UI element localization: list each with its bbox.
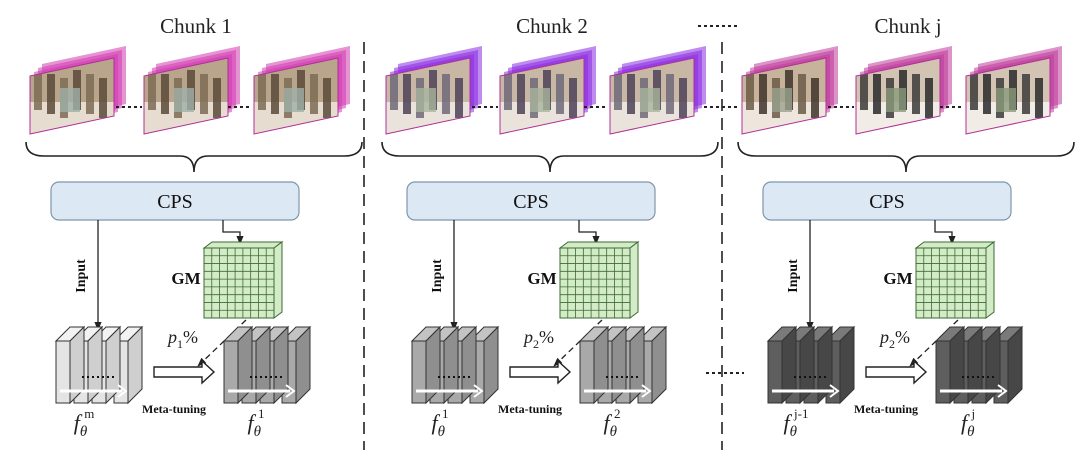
- gm-grid: [202, 241, 284, 319]
- target-model: [222, 325, 312, 405]
- percent-label: p2%: [522, 327, 554, 351]
- gm-grid: [558, 241, 640, 319]
- source-model-label: fθ1: [432, 406, 449, 440]
- gm-arrow: [934, 220, 956, 245]
- gm-label: GM: [171, 269, 200, 288]
- video-frame-stack: [499, 46, 596, 135]
- input-label: Input: [74, 259, 89, 293]
- cps-label: CPS: [869, 191, 905, 213]
- source-model-label: fθj-1: [784, 406, 809, 440]
- chunk-title: Chunk j: [874, 14, 941, 38]
- target-model-label: fθ1: [248, 406, 265, 440]
- meta-tuning-label: Meta-tuning: [142, 402, 206, 416]
- target-model-label: fθ2: [604, 406, 621, 440]
- cps-box: [406, 181, 656, 221]
- meta-tuning-arrow: [865, 359, 928, 385]
- percent-label: p1%: [166, 327, 198, 351]
- chunk-title: Chunk 2: [516, 14, 588, 38]
- gm-label: GM: [883, 269, 912, 288]
- percent-label: p2%: [878, 327, 910, 351]
- target-model-label: fθj: [961, 406, 975, 440]
- video-frame-stack: [385, 46, 482, 135]
- frames-brace: [381, 141, 719, 173]
- frames-brace: [25, 141, 363, 173]
- chunk-1-panel: Chunk 1 CPS Input GM p1% Meta-tuning fθm fθ1: [25, 14, 363, 440]
- video-frame-stack: [965, 46, 1062, 135]
- video-frame-stack: [741, 46, 838, 135]
- chunk-3-panel: Chunk j CPS Input GM p2% Meta-tuning fθj-1 fθj: [737, 14, 1075, 440]
- source-model-label: fθm: [74, 406, 95, 440]
- meta-tuning-arrow: [509, 359, 572, 385]
- chunk-2-panel: Chunk 2 CPS Input GM p2% Meta-tuning fθ1 fθ2: [381, 14, 719, 440]
- cps-label: CPS: [157, 191, 193, 213]
- meta-tuning-label: Meta-tuning: [854, 402, 918, 416]
- target-model: [934, 325, 1024, 405]
- meta-tuning-arrow: [153, 359, 216, 385]
- meta-tuning-label: Meta-tuning: [498, 402, 562, 416]
- gm-arrow: [578, 220, 600, 245]
- input-label: Input: [430, 259, 445, 293]
- video-frame-stack: [855, 46, 952, 135]
- source-model: [766, 325, 856, 405]
- gm-label: GM: [527, 269, 556, 288]
- chunk-title: Chunk 1: [160, 14, 232, 38]
- gm-grid: [914, 241, 996, 319]
- cps-box: [762, 181, 1012, 221]
- video-frame-stack: [609, 46, 706, 135]
- cps-box: [50, 181, 300, 221]
- cps-label: CPS: [513, 191, 549, 213]
- source-model: [410, 325, 500, 405]
- video-frame-stack: [143, 46, 240, 135]
- frames-brace: [737, 141, 1075, 173]
- target-model: [578, 325, 668, 405]
- gm-arrow: [222, 220, 244, 245]
- video-frame-stack: [253, 46, 350, 135]
- source-model: [54, 325, 144, 405]
- input-label: Input: [786, 259, 801, 293]
- video-frame-stack: [29, 46, 126, 135]
